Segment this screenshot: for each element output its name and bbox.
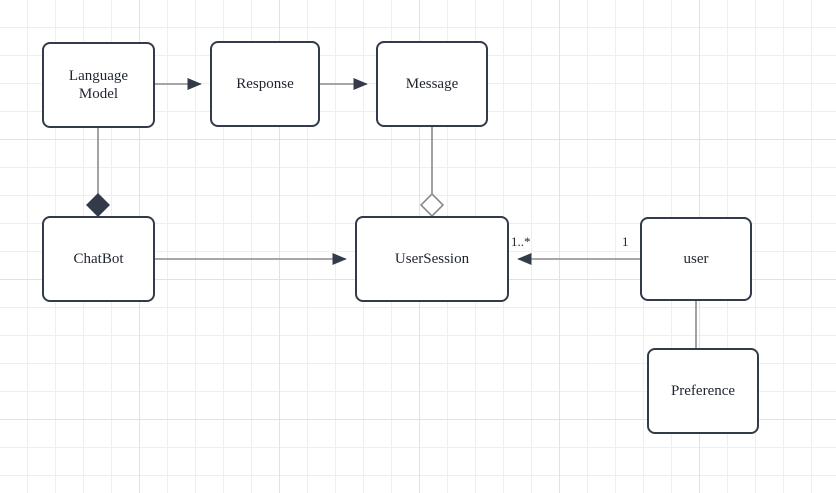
edge-language-model-to-chatbot [86, 128, 110, 217]
edge-message-to-usersession [419, 127, 445, 218]
node-message[interactable]: Message [376, 41, 488, 127]
multiplicity-usersession-side: 1..* [511, 234, 531, 249]
node-usersession[interactable]: UserSession [355, 216, 509, 302]
composition-filled-diamond [86, 193, 110, 217]
multiplicity-user-side: 1 [622, 234, 629, 249]
node-chatbot[interactable]: ChatBot [42, 216, 155, 302]
aggregation-hollow-diamond [419, 192, 445, 218]
node-response[interactable]: Response [210, 41, 320, 127]
node-user[interactable]: user [640, 217, 752, 301]
node-preference[interactable]: Preference [647, 348, 759, 434]
node-language-model[interactable]: Language Model [42, 42, 155, 128]
